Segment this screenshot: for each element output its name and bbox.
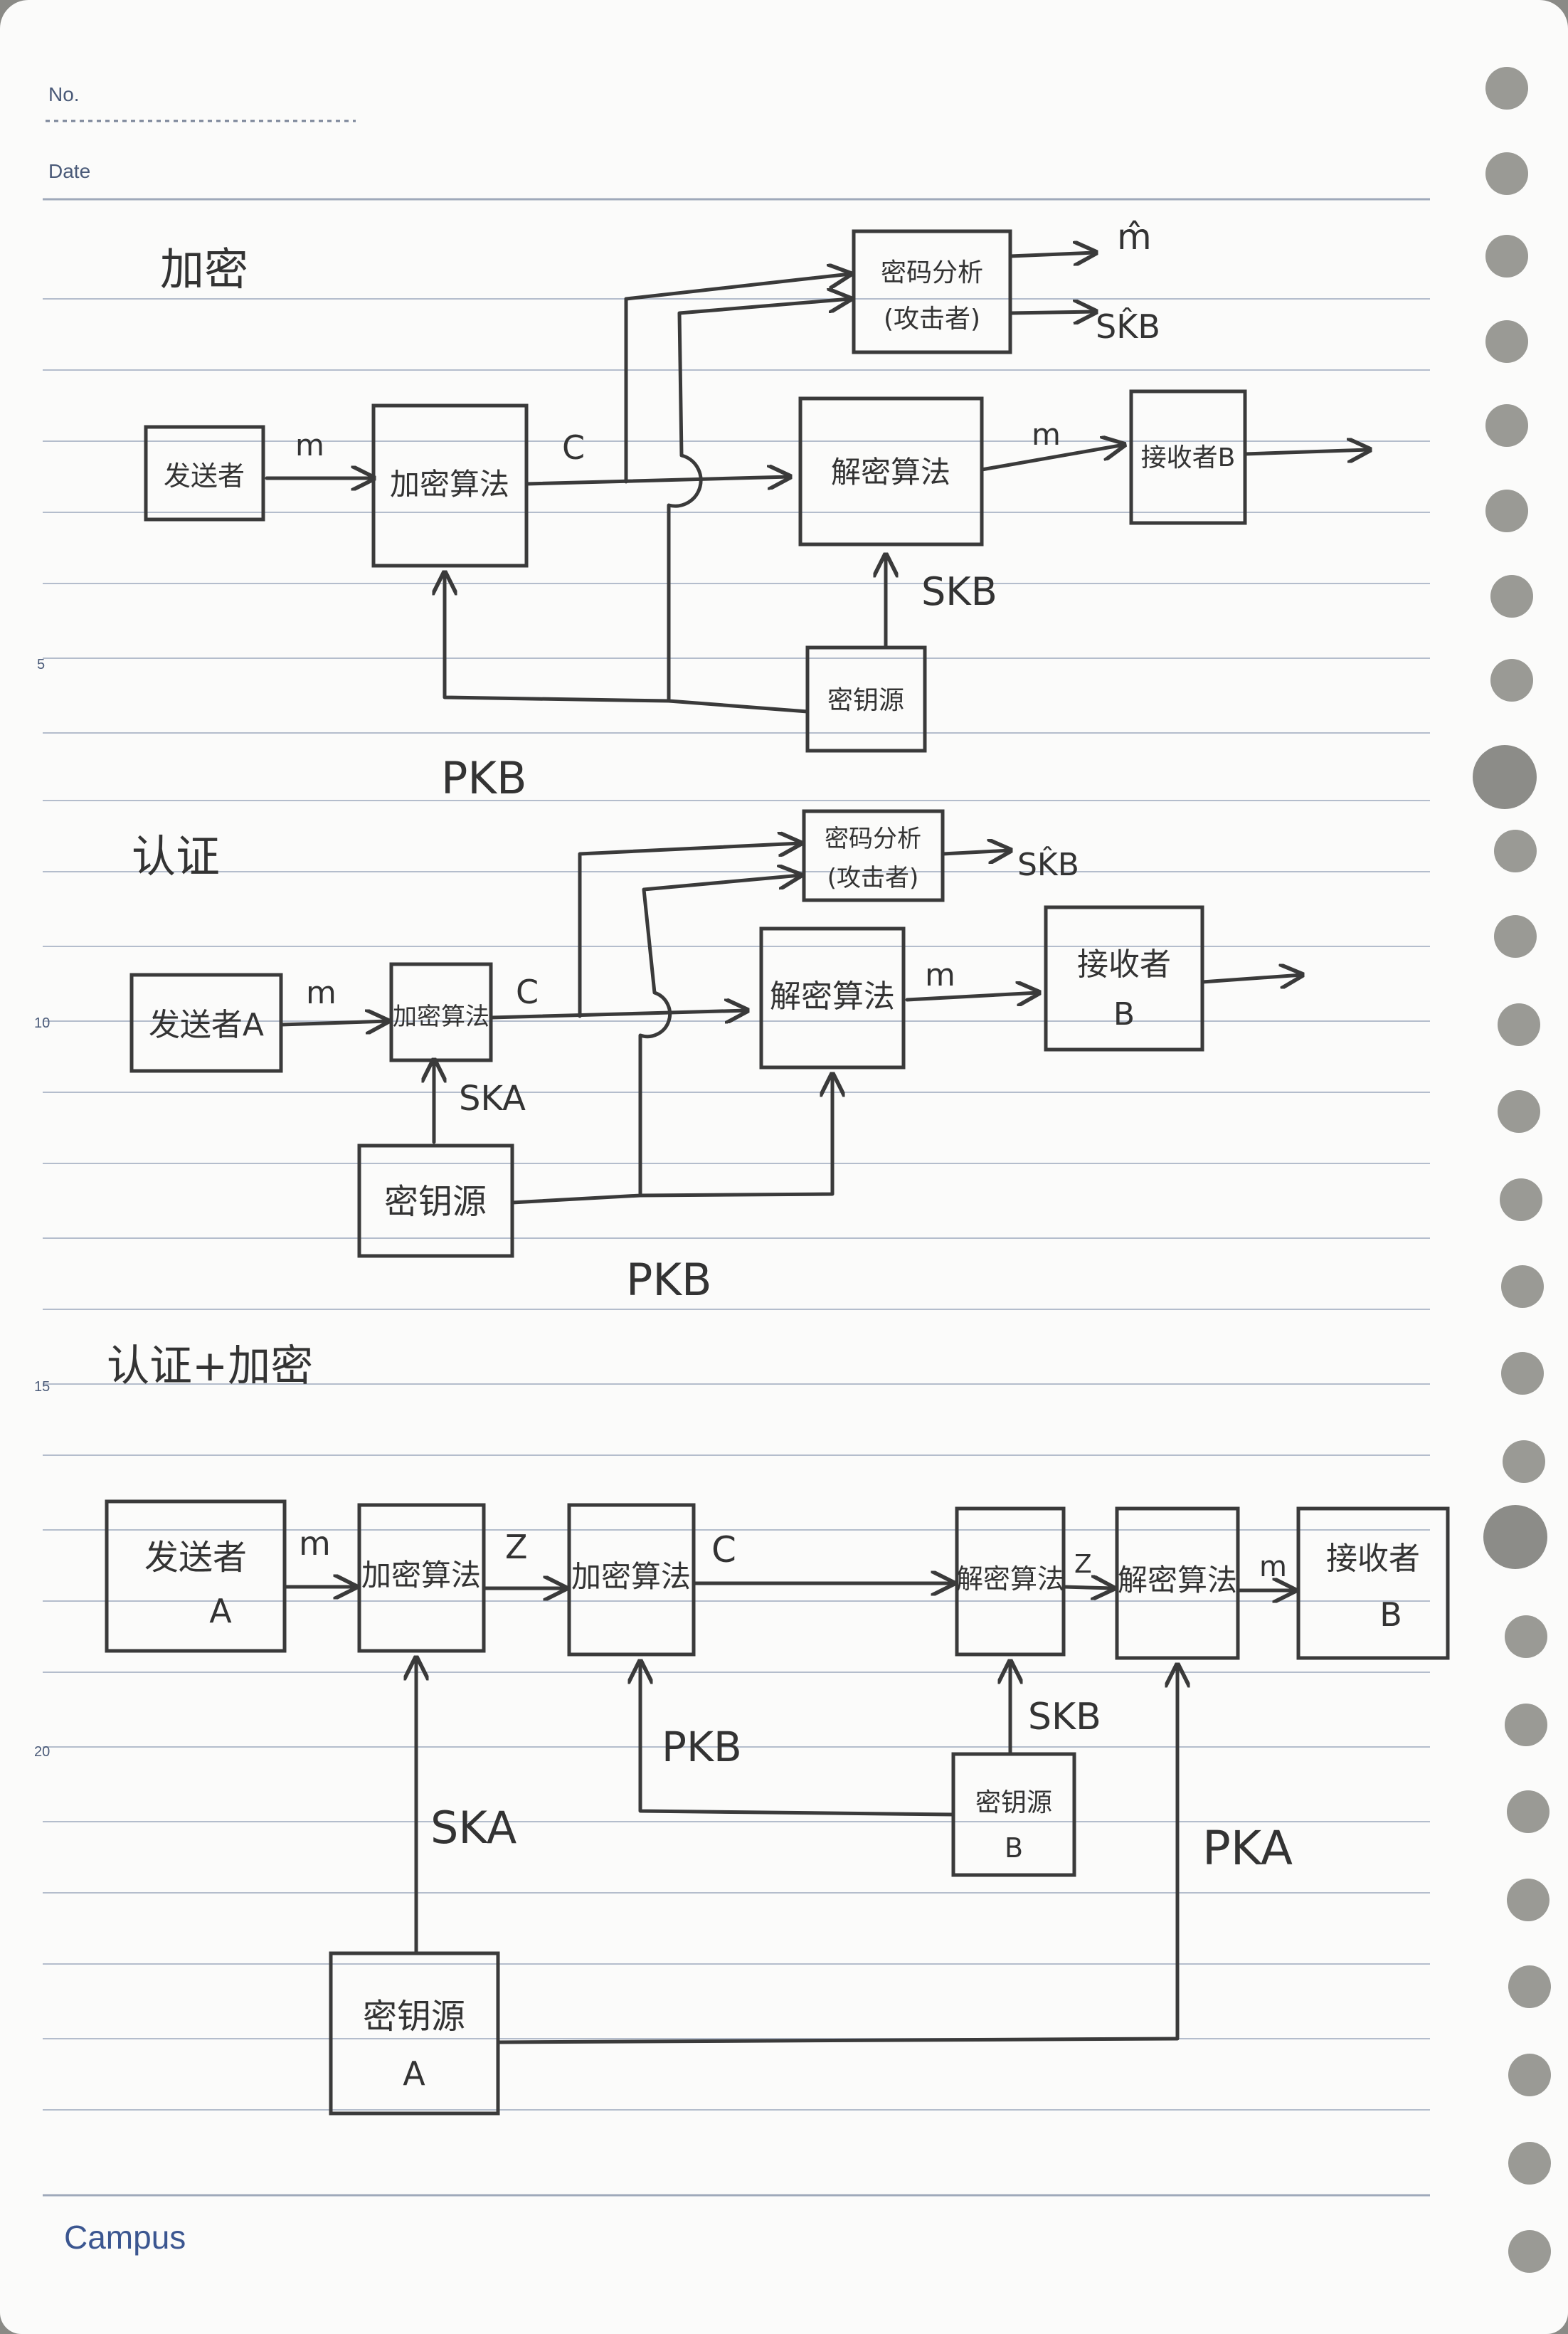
- receiver-label: 接收者: [1077, 946, 1171, 983]
- label-pkb: PKB: [441, 752, 527, 804]
- sender-sub-label: A: [209, 1592, 232, 1630]
- arrow-z2: [1061, 1587, 1113, 1588]
- arrow-pkb: [640, 1662, 955, 1817]
- label-m-hat: m̂: [1117, 216, 1152, 258]
- arrow-m-receiver: [980, 445, 1124, 472]
- arrow-c-decrypt: [489, 1010, 747, 1018]
- cryptanalyst-label: 密码分析: [825, 825, 921, 853]
- arrow-sk-hat: [1008, 312, 1096, 313]
- label-m-out: m: [1259, 1551, 1287, 1583]
- label-c: C: [516, 973, 539, 1011]
- label-pka: PKA: [1202, 1821, 1293, 1876]
- brand-logo: Campus: [64, 2219, 186, 2256]
- sender-label: 发送者: [164, 460, 245, 492]
- attacker-label: (攻击者): [884, 305, 980, 334]
- encrypt2-label: 加密算法: [571, 1559, 691, 1594]
- section-encryption: 加密 发送者 加密算法 密码分析 (攻击者) 解密算法 接收者B 密钥源 m: [144, 216, 1370, 804]
- arrow-sk-hat: [941, 850, 1010, 854]
- section-title: 认证+加密: [107, 1341, 313, 1391]
- receiver-box: [1044, 905, 1204, 1052]
- encrypt2-box: [567, 1503, 696, 1657]
- sender-box: [144, 425, 265, 522]
- no-label: No.: [48, 83, 80, 105]
- label-m: m: [295, 428, 324, 463]
- date-label: Date: [48, 160, 90, 182]
- key-source-label: 密钥源: [827, 686, 904, 715]
- encrypt1-label: 加密算法: [361, 1558, 481, 1593]
- arrow-c-attacker: [624, 274, 850, 484]
- arrow-pkb-attacker: [510, 875, 800, 1205]
- label-z2: Z: [1074, 1550, 1092, 1579]
- key-source-label: 密钥源: [384, 1182, 487, 1222]
- arrow-m: [279, 1021, 388, 1025]
- decrypt1-box: [955, 1506, 1066, 1657]
- cryptanalyst-label: 密码分析: [881, 258, 983, 287]
- attacker-label: (攻击者): [827, 864, 919, 892]
- key-source-a-label: 密钥源: [363, 1997, 465, 2037]
- label-pkb: PKB: [662, 1723, 742, 1771]
- line-number: 5: [37, 657, 45, 672]
- label-ska: SKA: [459, 1079, 526, 1119]
- arrow-pkb-attacker: [667, 299, 850, 714]
- sender-label: 发送者: [144, 1538, 247, 1578]
- key-source-b-sub-label: B: [1005, 1832, 1023, 1864]
- label-skb: SKB: [921, 569, 997, 614]
- label-m: m: [306, 975, 337, 1011]
- receiver-box: [1296, 1506, 1450, 1660]
- arrow-c-attacker: [578, 843, 800, 1018]
- key-source-a-sub-label: A: [403, 2054, 425, 2093]
- key-source-box: [805, 645, 927, 753]
- arrow-out: [1243, 450, 1370, 454]
- encrypt1-box: [357, 1503, 486, 1653]
- key-source-b-label: 密钥源: [975, 1788, 1052, 1817]
- label-ska: SKA: [430, 1802, 517, 1854]
- section-title: 认证: [132, 830, 220, 882]
- arrow-c-decrypt: [524, 477, 790, 484]
- label-z: Z: [505, 1528, 528, 1566]
- cryptanalyst-box: [852, 229, 1012, 354]
- line-number: 15: [34, 1379, 50, 1395]
- label-c: C: [711, 1529, 736, 1570]
- sender-box: [105, 1499, 287, 1653]
- receiver-sub-label: B: [1379, 1595, 1402, 1634]
- sender-label: 发送者A: [149, 1007, 264, 1043]
- line-number: 10: [34, 1015, 50, 1031]
- label-m-out: m: [925, 957, 955, 993]
- arrow-m-receiver: [905, 993, 1039, 1000]
- decrypt-label: 解密算法: [831, 455, 950, 490]
- arrow-pkb-encrypt: [445, 573, 671, 703]
- decrypt2-box: [1115, 1506, 1240, 1660]
- label-sk-hat: SK̂B: [1096, 307, 1160, 346]
- section-authentication: 认证 发送者A 加密算法 密码分析 (攻击者) 解密算法 接收者 B 密钥源 m…: [129, 809, 1302, 1306]
- arrow-pkb-decrypt: [638, 1074, 832, 1198]
- decrypt2-label: 解密算法: [1118, 1563, 1237, 1598]
- receiver-label: 接收者: [1326, 1541, 1420, 1577]
- decrypt-label: 解密算法: [770, 978, 895, 1015]
- label-pkb: PKB: [626, 1254, 712, 1306]
- ruled-lines: [43, 198, 1430, 2197]
- encrypt-label: 加密算法: [390, 467, 509, 502]
- encrypt-label: 加密算法: [393, 1003, 489, 1031]
- receiver-box: [1129, 389, 1247, 525]
- decrypt-box: [759, 926, 906, 1070]
- label-c: C: [562, 428, 585, 467]
- arrow-pka: [496, 1665, 1177, 2044]
- decrypt1-label: 解密算法: [956, 1563, 1064, 1595]
- receiver-sub-label: B: [1113, 996, 1135, 1033]
- line-number: 20: [34, 1744, 50, 1760]
- label-m-out: m: [1032, 417, 1061, 452]
- binder-holes: [1473, 67, 1551, 2273]
- label-m: m: [299, 1524, 331, 1563]
- label-skb: SKB: [1028, 1696, 1101, 1738]
- arrow-m-hat: [1008, 253, 1096, 256]
- receiver-label: 接收者B: [1141, 443, 1236, 472]
- arrow-out: [1200, 975, 1302, 982]
- section-title: 加密: [160, 243, 248, 295]
- label-sk-hat: SK̂B: [1017, 845, 1079, 883]
- section-combined: 认证+加密 发送者 A 加密算法 加密算法 解密算法 解密算法 接收者 B 密钥…: [105, 1341, 1450, 2116]
